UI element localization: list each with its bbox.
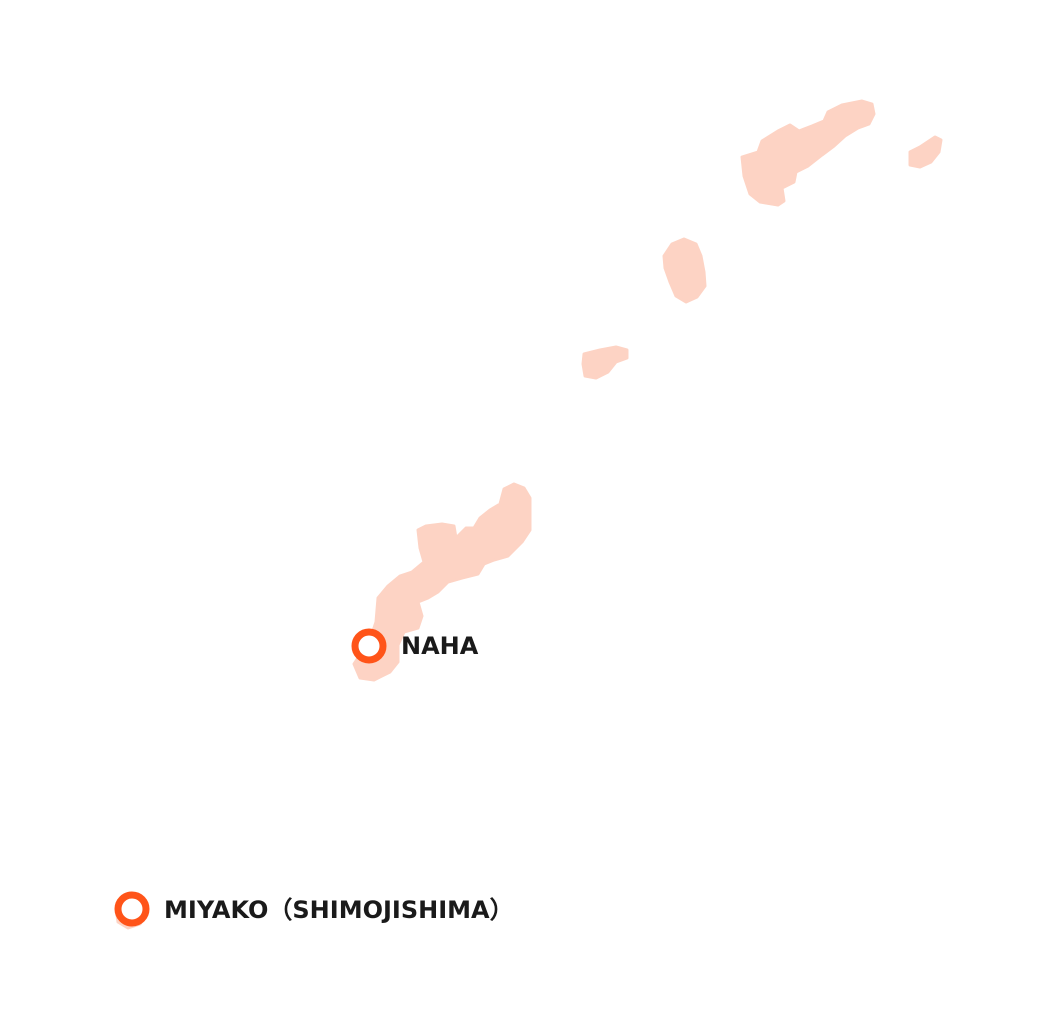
island-tokunoshima [662, 237, 707, 304]
island-kikaijima [908, 135, 943, 169]
miyako-airport-label[interactable]: MIYAKO（SHIMOJISHIMA） [164, 896, 514, 924]
island-okinoerabu [581, 345, 629, 380]
island-amami-oshima [740, 99, 876, 207]
naha-airport-label[interactable]: NAHA [401, 632, 479, 660]
naha-airport-marker[interactable] [351, 628, 387, 664]
island-okinawa-honto [352, 482, 532, 682]
airport-marker-icon[interactable] [351, 628, 387, 664]
miyako-airport-marker[interactable] [114, 891, 150, 927]
airport-marker-icon[interactable] [114, 891, 150, 927]
